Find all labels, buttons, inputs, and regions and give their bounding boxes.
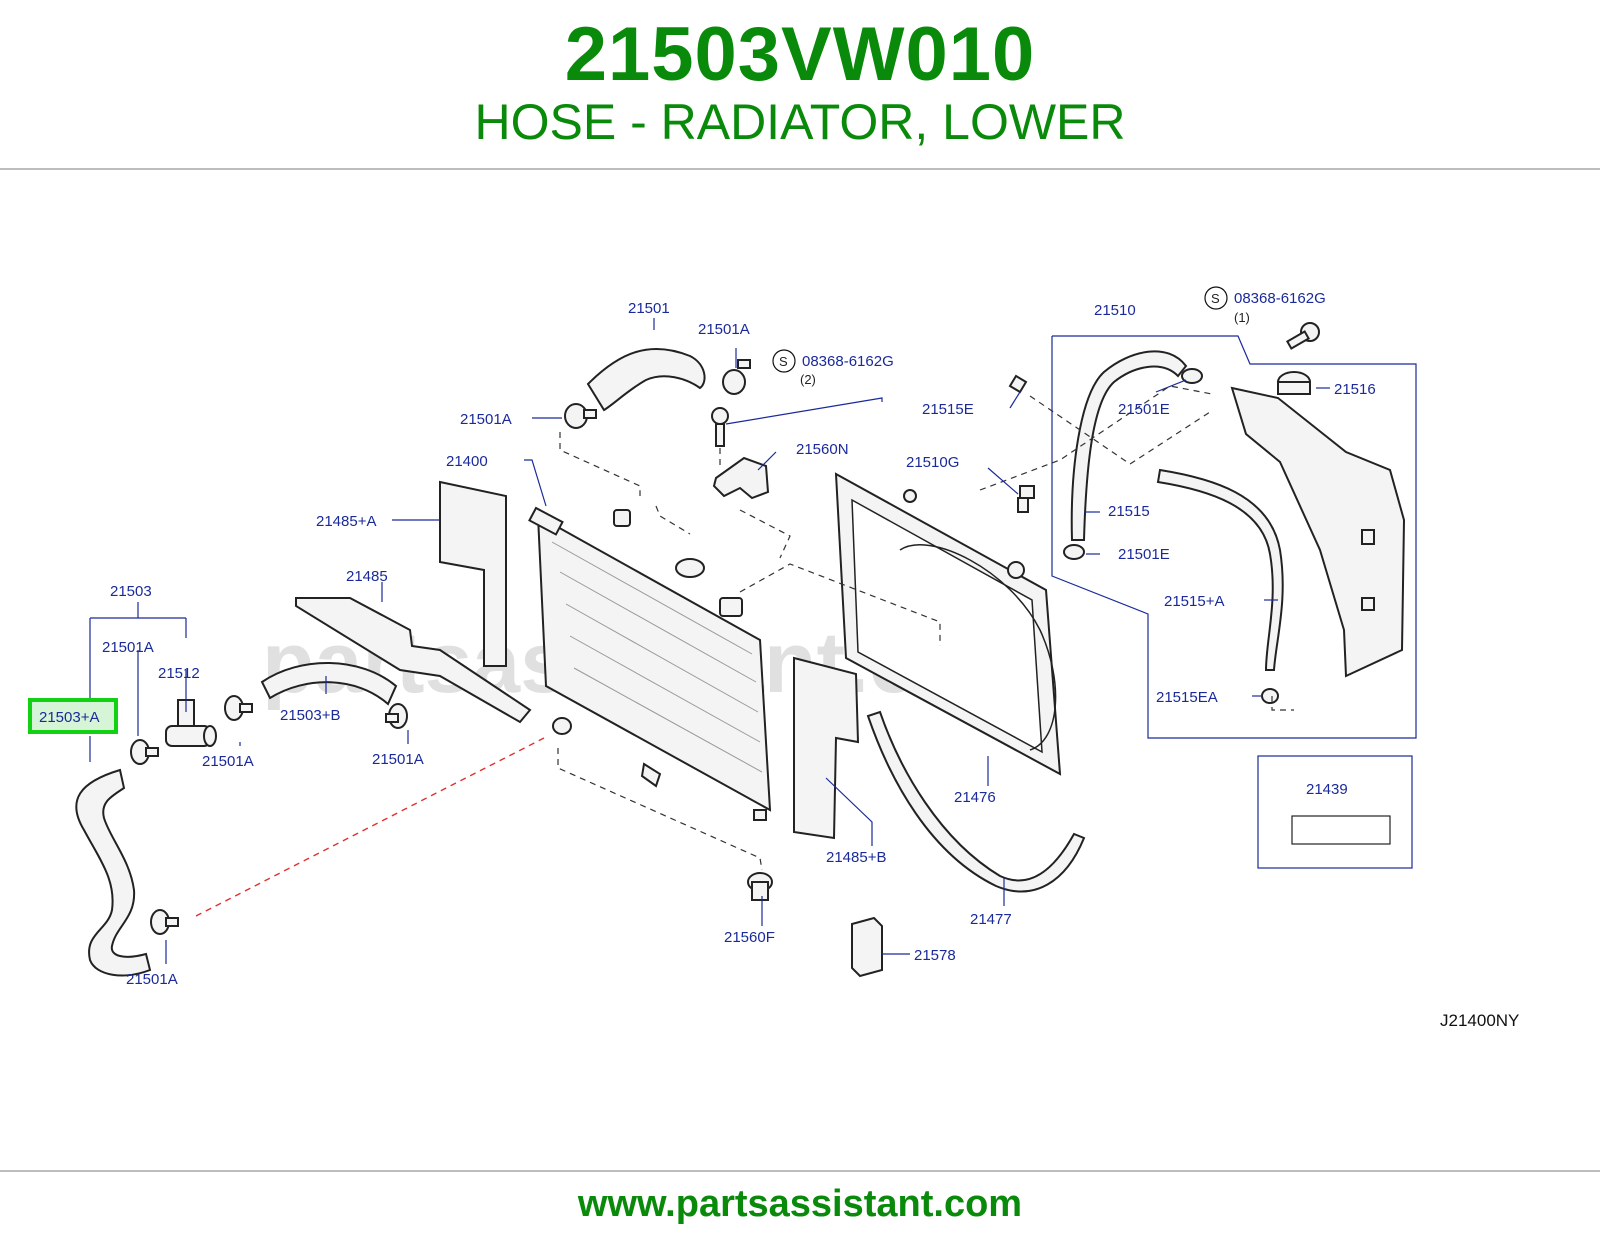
lower-radiator-hose[interactable] [75,768,152,977]
label-21485A[interactable]: 21485+A [316,513,376,530]
parts-diagram: partsassistant.com [28,286,1519,1030]
header-divider [0,168,1600,170]
label-21439[interactable]: 21439 [1306,781,1348,798]
hose-clamp-lower-left[interactable] [150,909,179,935]
label-21501A-b[interactable]: 21501A [372,751,424,768]
label-21501A-c[interactable]: 21501A [202,753,254,770]
reservoir-tank[interactable] [1230,386,1406,678]
label-21501A-left[interactable]: 21501A [460,411,512,428]
label-21510G[interactable]: 21510G [906,454,959,471]
label-08368-top-qty: (1) [1234,310,1250,325]
radiator-21400[interactable] [528,506,772,821]
strap-21477[interactable] [866,710,1086,893]
bracket-21560N[interactable] [712,456,770,500]
label-21400[interactable]: 21400 [446,453,488,470]
label-21516[interactable]: 21516 [1334,381,1376,398]
label-21515[interactable]: 21515 [1108,503,1150,520]
highlight-box [28,698,118,734]
label-21515EA[interactable]: 21515EA [1156,689,1218,706]
air-guide-21485A[interactable] [439,480,507,667]
label-21501A-bottom[interactable]: 21501A [126,971,178,988]
hose-clamp-21501A-top[interactable] [722,359,751,395]
bolt-08368-mid[interactable] [711,407,729,447]
label-21515E[interactable]: 21515E [922,401,974,418]
label-21503A-highlighted[interactable]: 21503+A [39,709,99,726]
label-21485B[interactable]: 21485+B [826,849,886,866]
air-guide-21485[interactable] [295,597,532,724]
radiator-cap-mount-21560F[interactable] [747,872,773,901]
reservoir-hose-21515A[interactable] [1156,468,1284,671]
bolt-08368-top[interactable] [1285,322,1320,350]
label-08368-mid[interactable]: 08368-6162G [802,353,894,370]
label-21485[interactable]: 21485 [346,568,388,585]
header: 21503VW010 HOSE - RADIATOR, LOWER [0,0,1600,168]
label-21560N[interactable]: 21560N [796,441,849,458]
fan-shroud-21476[interactable] [834,472,1062,776]
label-21501A-top[interactable]: 21501A [698,321,750,338]
label-08368-mid-qty: (2) [800,372,816,387]
s-marker-top-text: S [1211,291,1220,306]
label-box-21439 [1257,755,1413,869]
part-description: HOSE - RADIATOR, LOWER [474,94,1126,150]
diagram-reference-code: J21400NY [1440,1011,1519,1030]
label-21503[interactable]: 21503 [110,583,152,600]
footer-url[interactable]: www.partsassistant.com [577,1183,1023,1225]
footer-divider [0,1170,1600,1172]
hose-clamp-upper-left[interactable] [130,739,159,765]
label-card-21439[interactable] [1291,815,1391,845]
label-21578[interactable]: 21578 [914,947,956,964]
clip-21515EA[interactable] [1261,688,1279,704]
label-21501[interactable]: 21501 [628,300,670,317]
s-marker-mid-text: S [779,354,788,369]
block-21578[interactable] [851,916,883,978]
label-21503B[interactable]: 21503+B [280,707,340,724]
hose-21503B[interactable] [260,662,398,706]
hose-clamp-21501A-left[interactable] [564,403,597,429]
label-21560F[interactable]: 21560F [724,929,775,946]
label-21501E-bottom[interactable]: 21501E [1118,546,1170,563]
label-21501A-a[interactable]: 21501A [102,639,154,656]
clip-21501E-bottom[interactable] [1063,544,1085,560]
hose-joint-21512[interactable] [165,699,217,747]
hose-clamp-21501A-b[interactable] [385,703,408,729]
s-marker-top [1204,286,1228,310]
reservoir-hose-21515[interactable] [1070,350,1188,541]
part-number-title: 21503VW010 [564,12,1036,97]
shroud-lower-21485B[interactable] [793,656,860,840]
label-21476[interactable]: 21476 [954,789,996,806]
upper-radiator-hose-21501[interactable] [586,347,706,412]
clip-21501E-top[interactable] [1181,368,1203,384]
bolt-21510G[interactable] [1017,485,1035,513]
label-21510[interactable]: 21510 [1094,302,1136,319]
label-08368-top[interactable]: 08368-6162G [1234,290,1326,307]
hose-clamp-21501A-a[interactable] [224,695,253,721]
label-21477[interactable]: 21477 [970,911,1012,928]
clip-21515E[interactable] [1008,374,1028,394]
label-21515A[interactable]: 21515+A [1164,593,1224,610]
reservoir-cap-21516[interactable] [1277,371,1311,395]
s-marker-mid [772,349,796,373]
label-21512[interactable]: 21512 [158,665,200,682]
label-21501E-top[interactable]: 21501E [1118,401,1170,418]
